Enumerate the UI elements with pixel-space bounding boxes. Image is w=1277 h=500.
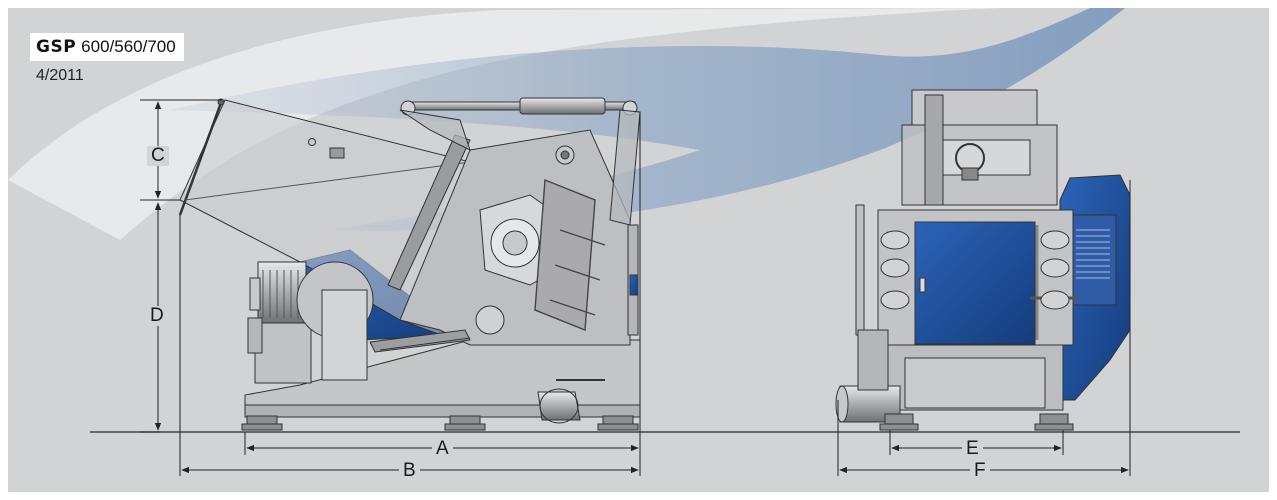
dimension-label-b: B: [399, 461, 420, 481]
dimension-label-e: E: [962, 439, 983, 459]
revision-date: 4/2011: [36, 67, 84, 84]
dimension-label-c: C: [147, 146, 169, 166]
front-view-machine: [835, 89, 1131, 431]
dimension-label-a: A: [432, 439, 453, 459]
side-view-machine: [178, 97, 641, 431]
model-name: GSP: [36, 37, 77, 57]
dimension-label-d: D: [146, 306, 168, 326]
blue-swoosh: [170, 8, 1125, 231]
model-title: GSP 600/560/700: [30, 33, 184, 61]
white-swoosh: [8, 8, 1000, 240]
dimension-label-f: F: [970, 461, 990, 481]
model-variant: 600/560/700: [81, 37, 176, 56]
